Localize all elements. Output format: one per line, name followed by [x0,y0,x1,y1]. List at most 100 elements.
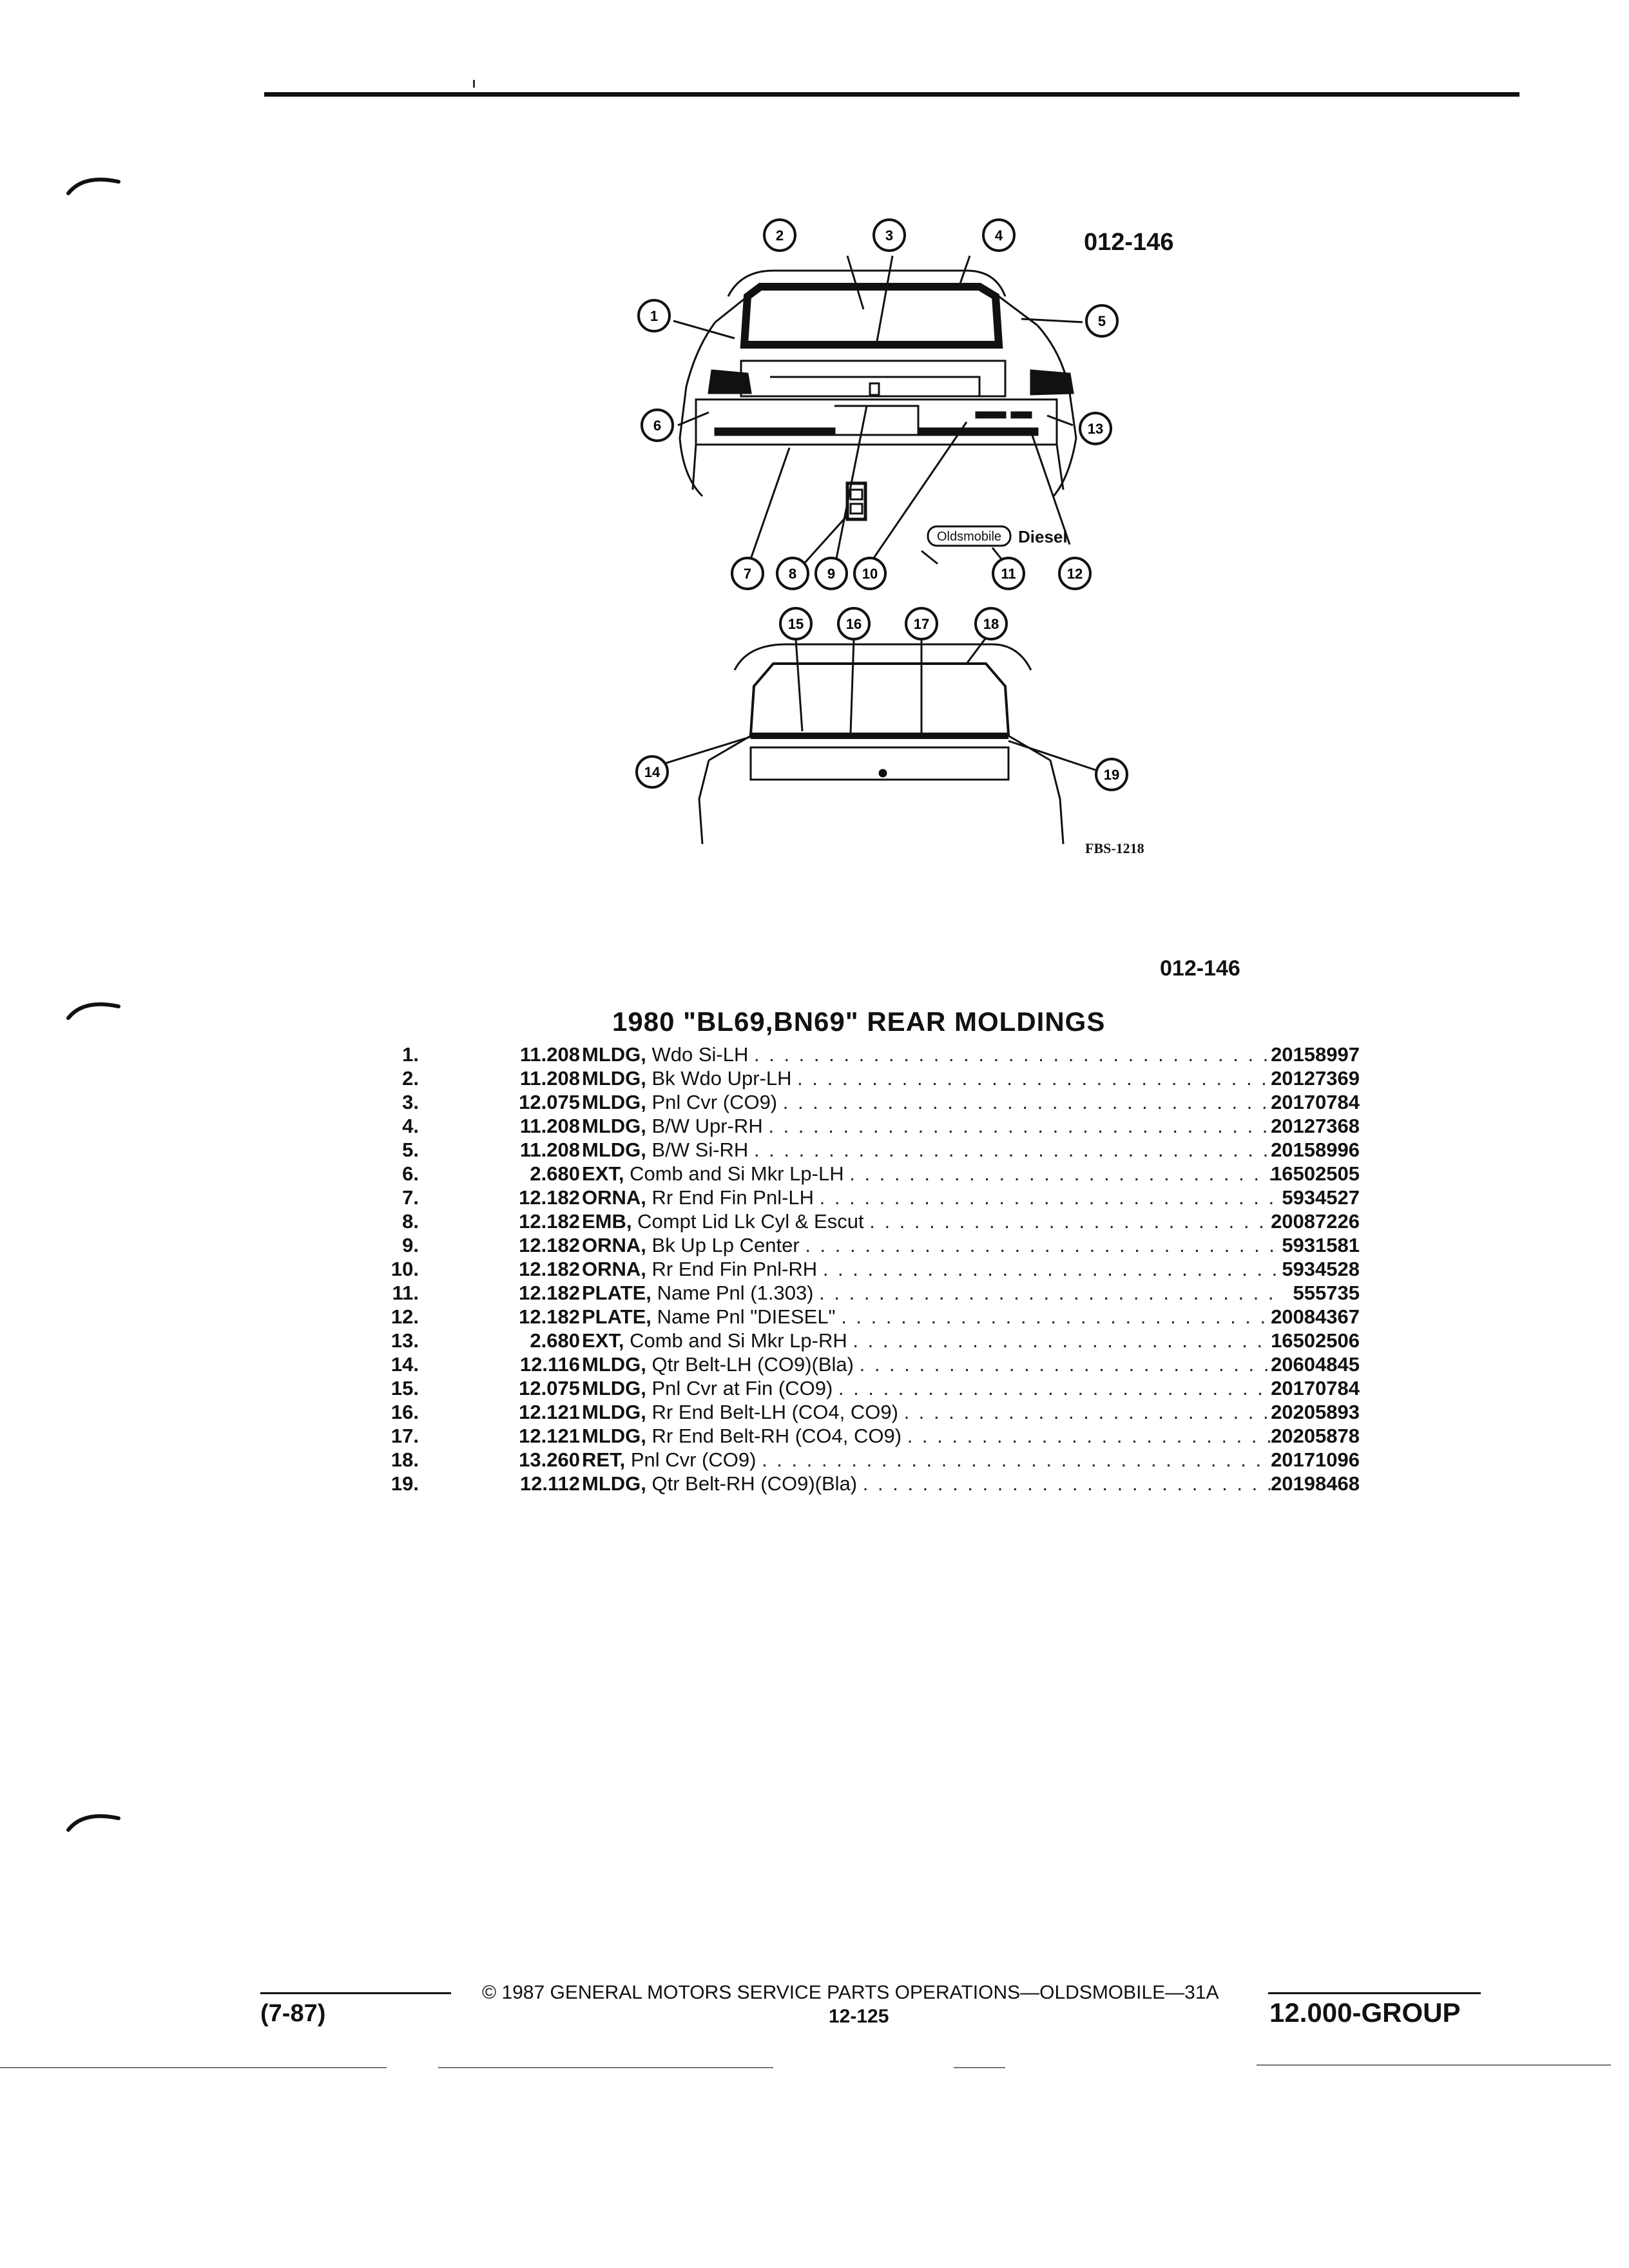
part-description: MLDG, Rr End Belt-LH (CO4, CO9) . . . . … [582,1400,1278,1424]
part-description: MLDG, B/W Upr-RH . . . . . . . . . . . .… [582,1114,1278,1138]
part-number: 20170784 [1271,1091,1360,1113]
item-number: 4. [402,1115,419,1137]
part-number: 20084367 [1271,1305,1360,1328]
part-abbreviation: ORNA, [582,1186,646,1209]
binder-hole-mark [66,1814,120,1832]
part-abbreviation: EXT, [582,1329,624,1352]
binder-hole-mark [66,1002,120,1020]
footer-group: 12.000-GROUP [1269,1997,1461,2028]
callout-10: 10 [853,557,887,590]
group-number: 13.260 [519,1448,580,1471]
footer-page-number: 12-125 [829,2006,889,2027]
illustration-code: FBS-1218 [1085,840,1144,856]
part-description: MLDG, Rr End Belt-RH (CO4, CO9) . . . . … [582,1424,1278,1448]
leader-dots: . . . . . . . . . . . . . . . . . . . . … [869,1210,1278,1233]
part-number: 16502505 [1271,1162,1360,1185]
item-number: 5. [402,1139,419,1161]
group-number: 12.182 [519,1186,580,1209]
callout-3: 3 [872,218,906,252]
scan-edge-line [1257,2064,1611,2066]
callout-19: 19 [1095,758,1128,791]
svg-text:18: 18 [983,616,999,632]
group-number: 11.208 [519,1043,580,1066]
part-description: PLATE, Name Pnl "DIESEL" . . . . . . . .… [582,1305,1278,1329]
part-description: ORNA, Bk Up Lp Center . . . . . . . . . … [582,1233,1278,1257]
part-abbreviation: MLDG, [582,1091,646,1113]
part-abbreviation: MLDG, [582,1043,646,1066]
part-description: ORNA, Rr End Fin Pnl-RH . . . . . . . . … [582,1257,1278,1281]
part-abbreviation: MLDG, [582,1115,646,1137]
part-abbreviation: MLDG, [582,1139,646,1161]
part-number: 20171096 [1271,1448,1360,1471]
part-detail: B/W Upr-RH [651,1115,763,1137]
svg-text:7: 7 [744,566,751,582]
group-number: 12.182 [519,1305,580,1328]
svg-text:15: 15 [788,616,804,632]
part-abbreviation: MLDG, [582,1425,646,1447]
item-number: 11. [392,1282,419,1304]
svg-text:1: 1 [650,308,658,324]
part-abbreviation: PLATE, [582,1305,651,1328]
group-number: 12.121 [519,1425,580,1447]
callout-14: 14 [635,755,669,789]
leader-dots: . . . . . . . . . . . . . . . . . . . . … [754,1043,1278,1066]
part-number: 5934528 [1282,1258,1360,1280]
svg-text:5: 5 [1098,313,1106,329]
part-number: 5931581 [1282,1234,1360,1256]
item-number: 12. [390,1305,419,1328]
item-number: 7. [402,1186,419,1209]
leader-dots: . . . . . . . . . . . . . . . . . . . . … [819,1186,1278,1209]
part-detail: Rr End Belt-RH (CO4, CO9) [651,1425,902,1447]
part-detail: Qtr Belt-RH (CO9)(Bla) [651,1472,858,1495]
part-detail: Qtr Belt-LH (CO9)(Bla) [651,1353,854,1376]
svg-text:13: 13 [1088,421,1103,437]
callout-11: 11 [992,557,1025,590]
part-number: 16502506 [1271,1329,1360,1352]
group-number: 12.182 [519,1234,580,1256]
part-number: 20127369 [1271,1067,1360,1090]
part-description: MLDG, Pnl Cvr at Fin (CO9) . . . . . . .… [582,1376,1278,1400]
group-number: 12.075 [519,1091,580,1113]
leader-dots: . . . . . . . . . . . . . . . . . . . . … [782,1091,1278,1113]
group-number: 12.075 [519,1377,580,1399]
item-number: 1. [402,1043,419,1066]
part-detail: Comb and Si Mkr Lp-RH [630,1329,847,1352]
svg-text:Oldsmobile: Oldsmobile [937,530,1001,544]
part-detail: Rr End Fin Pnl-LH [651,1186,815,1209]
upper-callouts: 2 3 4 1 5 6 13 7 8 9 10 11 12 [637,218,1119,590]
leader-dots: . . . . . . . . . . . . . . . . . . . . … [849,1162,1278,1185]
svg-text:16: 16 [846,616,862,632]
callout-13: 13 [1079,412,1112,445]
callout-4: 4 [982,218,1016,252]
item-number: 8. [402,1210,419,1233]
scan-edge-line [438,2067,773,2068]
part-abbreviation: MLDG, [582,1377,646,1399]
group-number: 2.680 [530,1162,580,1185]
group-number: 12.116 [519,1353,580,1376]
part-detail: Rr End Fin Pnl-RH [651,1258,818,1280]
item-number: 2. [402,1067,419,1090]
part-number: 20205893 [1271,1401,1360,1423]
callout-5: 5 [1085,304,1119,338]
part-description: EXT, Comb and Si Mkr Lp-LH . . . . . . .… [582,1162,1278,1186]
item-number: 19. [390,1472,419,1495]
part-number: 20198468 [1271,1472,1360,1495]
part-detail: Pnl Cvr at Fin (CO9) [651,1377,833,1399]
callout-12: 12 [1058,557,1092,590]
leader-dots: . . . . . . . . . . . . . . . . . . . . … [841,1305,1278,1328]
leader-dots: . . . . . . . . . . . . . . . . . . . . … [797,1067,1278,1090]
group-number: 11.208 [519,1139,580,1161]
group-number: 12.182 [519,1282,580,1304]
binder-hole-mark [66,177,120,195]
item-number: 10. [390,1258,419,1280]
callout-9: 9 [815,557,848,590]
